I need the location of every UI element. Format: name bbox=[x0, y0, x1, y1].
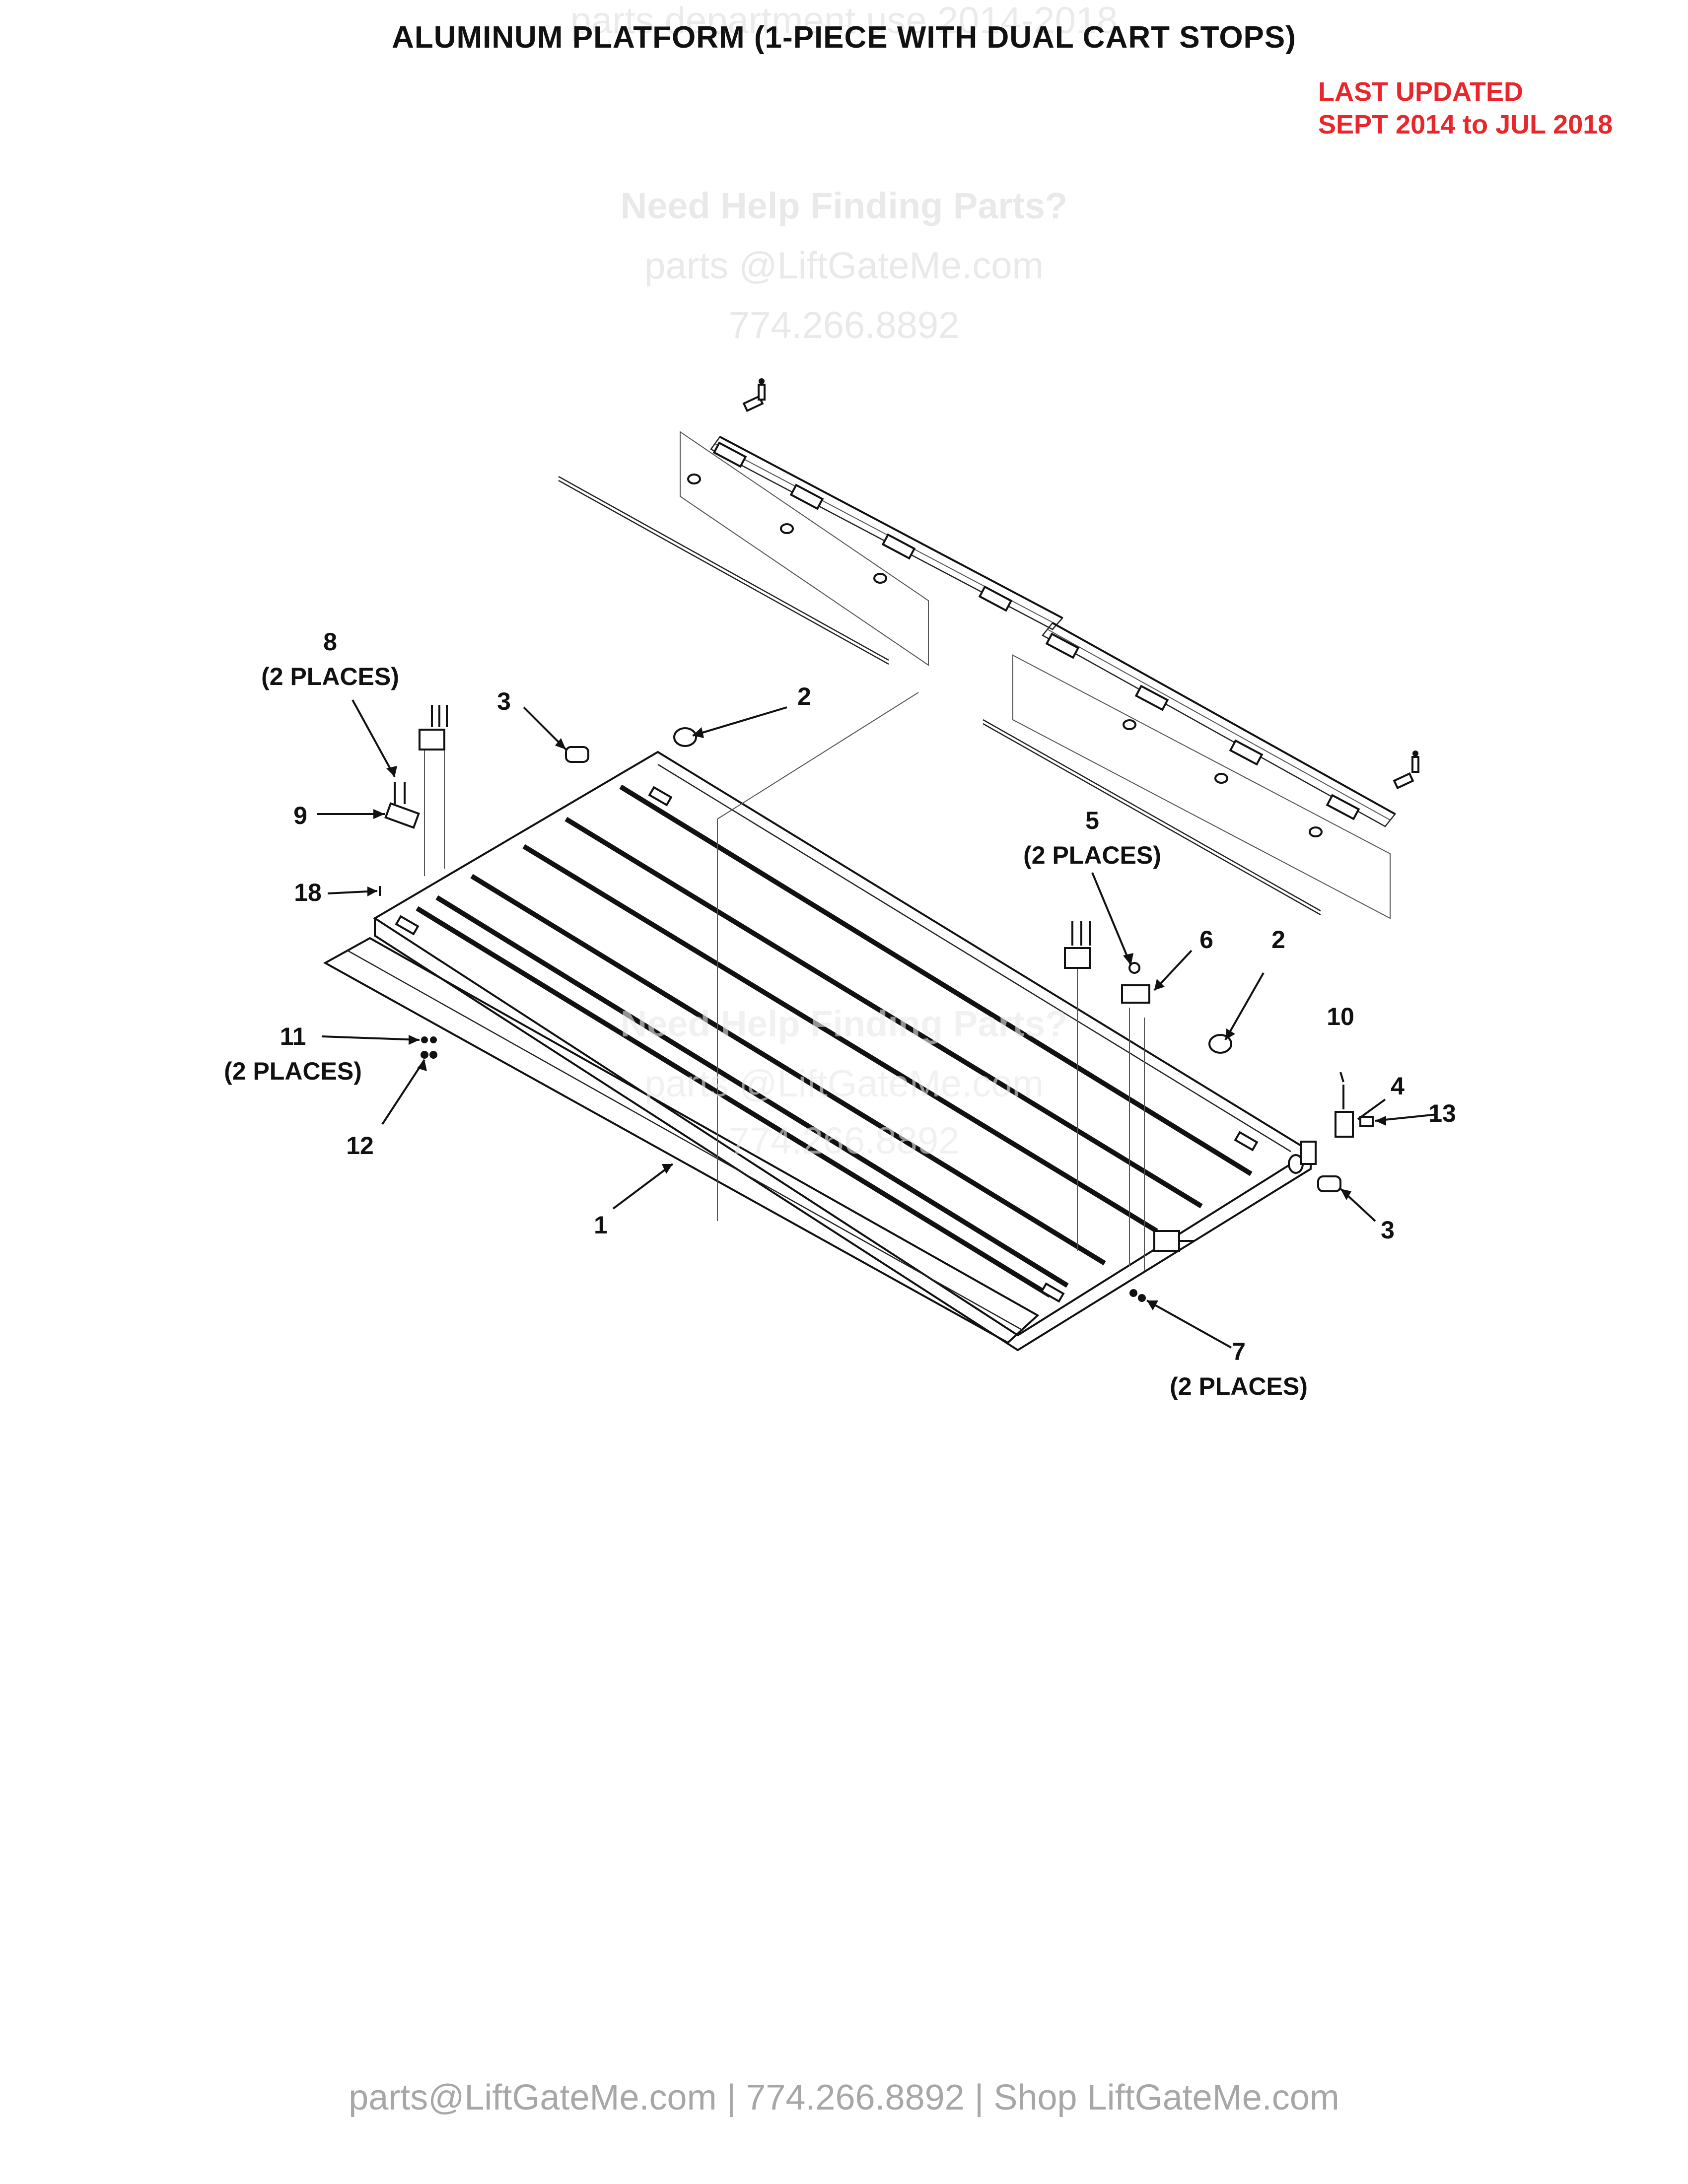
callout-7-number: 7 bbox=[1232, 1338, 1246, 1365]
callout-13-number: 13 bbox=[1428, 1099, 1456, 1127]
cart-stop-right-assembly bbox=[983, 622, 1419, 919]
hardware-parts bbox=[379, 705, 1374, 1302]
callout-8-note: (2 PLACES) bbox=[261, 663, 399, 690]
callout-11-number: 12 bbox=[346, 1132, 374, 1160]
last-updated-notice: LAST UPDATED SEPT 2014 to JUL 2018 bbox=[1318, 75, 1613, 141]
callout-9-number: 9 bbox=[293, 802, 307, 829]
callout-5-note: (2 PLACES) bbox=[1023, 841, 1161, 869]
callout-6-number: 6 bbox=[1199, 926, 1213, 954]
callout-7-note: (2 PLACES) bbox=[1170, 1372, 1308, 1400]
last-updated-range: SEPT 2014 to JUL 2018 bbox=[1318, 110, 1613, 139]
callout-5-number: 5 bbox=[1085, 807, 1099, 834]
callout-2b-number: 2 bbox=[1271, 926, 1285, 954]
cart-stop-left-assembly bbox=[558, 378, 1063, 666]
callout-8-number: 8 bbox=[323, 628, 337, 656]
callout-labels: 8 (2 PLACES) 9 18 3 2 5 (2 PLACES) 6 2 1… bbox=[224, 628, 1456, 1400]
footer-contact[interactable]: parts@LiftGateMe.com | 774.266.8892 | Sh… bbox=[349, 2078, 1339, 2117]
watermark-phone: 774.266.8892 bbox=[728, 304, 960, 346]
aluminum-platform bbox=[323, 692, 1317, 1352]
page-title: ALUMINUM PLATFORM (1-PIECE WITH DUAL CAR… bbox=[392, 20, 1296, 55]
callout-10-number: 11 bbox=[280, 1023, 306, 1050]
watermark-email: parts @LiftGateMe.com bbox=[644, 1063, 1044, 1105]
callout-10-note: (2 PLACES) bbox=[224, 1057, 362, 1085]
watermark-heading: Need Help Finding Parts? bbox=[620, 1003, 1068, 1044]
callout-1-number: 1 bbox=[594, 1211, 608, 1239]
callout-12-number: 10 bbox=[1327, 1003, 1354, 1030]
top-watermark: parts department use 2014-2018 bbox=[570, 0, 1118, 42]
watermark-email: parts @LiftGateMe.com bbox=[644, 245, 1044, 287]
callout-2a-number: 2 bbox=[797, 682, 811, 710]
callout-3b-number: 3 bbox=[1381, 1216, 1395, 1244]
watermark-phone: 774.266.8892 bbox=[728, 1120, 960, 1162]
callout-3a-number: 3 bbox=[497, 687, 511, 715]
leader-lines bbox=[317, 699, 1438, 1349]
callout-18-number: 18 bbox=[294, 879, 322, 906]
callout-4-number: 4 bbox=[1391, 1072, 1405, 1100]
last-updated-heading: LAST UPDATED bbox=[1318, 77, 1523, 107]
watermark-heading: Need Help Finding Parts? bbox=[620, 185, 1068, 226]
